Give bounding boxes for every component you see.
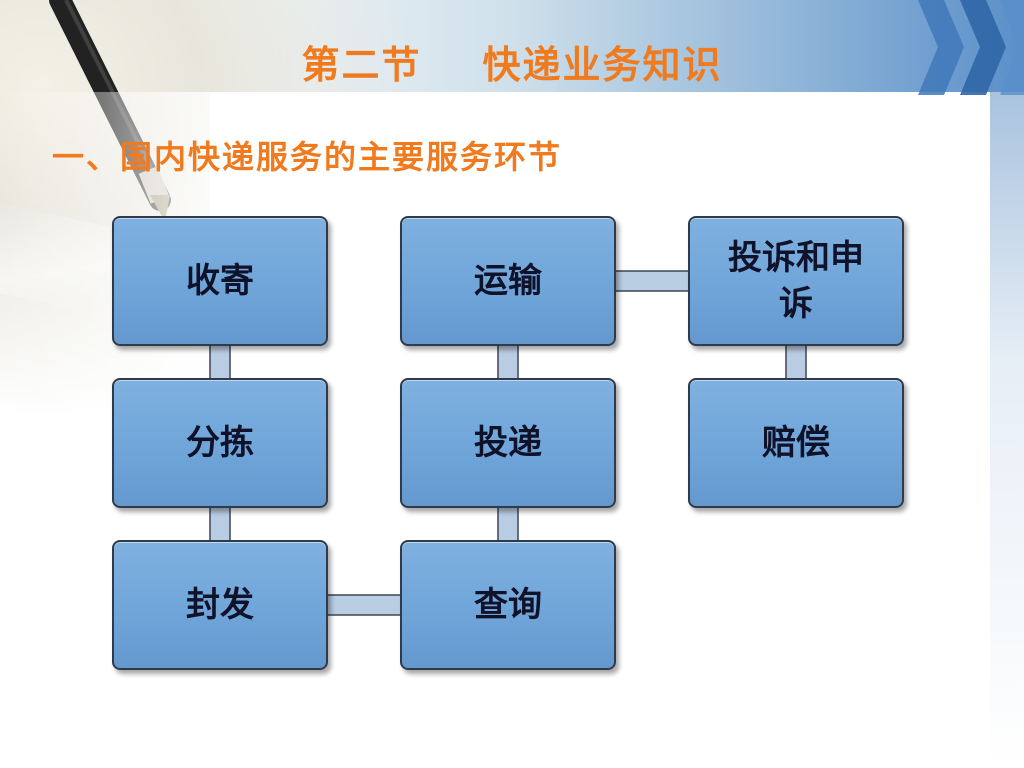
- node-inquiry: 查询: [400, 540, 616, 670]
- node-dispatch: 封发: [112, 540, 328, 670]
- node-sort: 分拣: [112, 378, 328, 508]
- right-edge-band: [990, 92, 1024, 768]
- node-collect: 收寄: [112, 216, 328, 346]
- connector-transport-complaint: [613, 270, 691, 292]
- node-deliver: 投递: [400, 378, 616, 508]
- node-compensation: 赔偿: [688, 378, 904, 508]
- connector-sort-dispatch: [209, 505, 231, 543]
- connector-dispatch-inquiry: [325, 594, 403, 616]
- connector-inquiry-deliver: [497, 505, 519, 543]
- page-title: 第二节 快递业务知识: [301, 42, 723, 87]
- section-subtitle: 一、国内快递服务的主要服务环节: [52, 138, 563, 176]
- node-transport: 运输: [400, 216, 616, 346]
- connector-complaint-compensation: [785, 343, 807, 381]
- chevron-right-icon: [918, 0, 1024, 95]
- node-complaint: 投诉和申诉: [688, 216, 904, 346]
- connector-deliver-transport: [497, 343, 519, 381]
- connector-collect-sort: [209, 343, 231, 381]
